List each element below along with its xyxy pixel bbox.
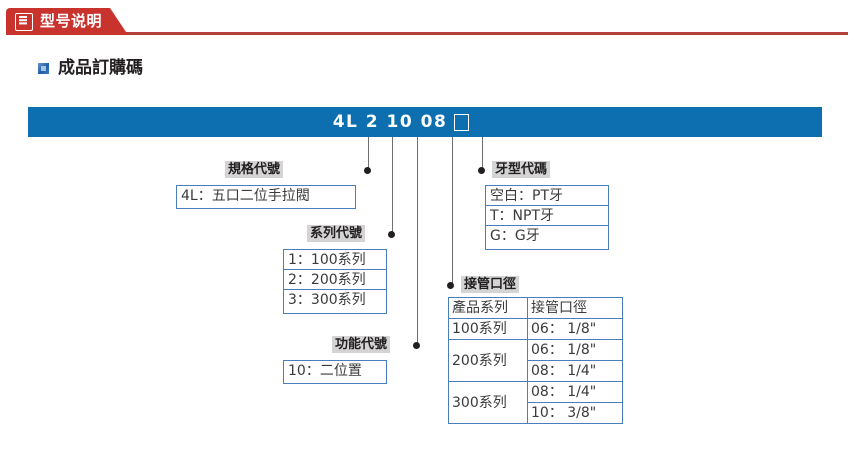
square-bullet-icon: [38, 63, 49, 74]
leader-line-series: [392, 137, 393, 234]
document-icon: [15, 13, 33, 31]
leader-dot-spec: [364, 167, 371, 174]
order-code-bar: 4L 2 10 08: [28, 107, 822, 137]
table-row: 200系列 06： 1/8": [448, 339, 623, 382]
table-row: 100系列 06： 1/8": [448, 318, 623, 340]
section-header-label: 型号说明: [40, 12, 103, 30]
list-item: G：G牙: [490, 228, 540, 244]
group-label-spec: 規格代號: [225, 161, 284, 178]
table-cell-port: 10： 3/8": [527, 402, 623, 424]
table-cell-series: 300系列: [448, 381, 528, 424]
list-item: 4L：五口二位手拉閥: [181, 188, 310, 204]
list-item: 3：300系列: [288, 292, 366, 308]
header-divider: [6, 32, 848, 35]
list-item: 10：二位置: [288, 363, 362, 379]
table-cell-port: 06： 1/8": [527, 339, 623, 361]
leader-line-thread: [482, 137, 483, 170]
table-cell-series: 200系列: [448, 339, 528, 382]
column-header-series: 產品系列: [448, 297, 528, 319]
leader-line-port: [452, 137, 453, 285]
group-label-thread: 牙型代碼: [492, 161, 551, 178]
page-title-label: 成品訂購碼: [58, 58, 143, 78]
port-size-table: 產品系列 接管口徑 100系列 06： 1/8" 200系列 06： 1/8" …: [448, 297, 623, 424]
leader-line-function: [417, 137, 418, 345]
table-cell-port: 06： 1/8": [527, 318, 623, 340]
group-label-series: 系列代號: [307, 225, 366, 242]
column-header-port: 接管口徑: [527, 297, 623, 319]
list-item: T：NPT牙: [486, 206, 608, 226]
leader-dot-thread: [478, 167, 485, 174]
group-box-spec: 4L：五口二位手拉閥: [176, 185, 356, 209]
table-row: 300系列 08： 1/4": [448, 381, 623, 424]
table-cell-port: 08： 1/4": [527, 360, 623, 382]
leader-dot-port: [447, 282, 454, 289]
group-box-thread: 空白：PT牙 T：NPT牙 G：G牙: [485, 185, 609, 250]
order-code-text: 4L 2 10 08: [332, 112, 448, 132]
table-row: 10： 3/8": [449, 402, 623, 424]
order-code-blank-box-icon: [454, 113, 470, 131]
group-label-port: 接管口徑: [461, 276, 520, 293]
leader-dot-function: [413, 342, 420, 349]
group-box-function: 10：二位置: [283, 360, 387, 384]
leader-line-spec: [368, 137, 369, 170]
order-code: 4L 2 10 08: [28, 107, 822, 137]
table-cell-port: 08： 1/4": [527, 381, 623, 403]
list-item: 空白：PT牙: [486, 186, 608, 206]
list-item: 2：200系列: [284, 270, 386, 290]
group-label-function: 功能代號: [332, 336, 391, 353]
table-row: 08： 1/4": [449, 360, 623, 382]
section-header-tag: 型号说明: [6, 8, 128, 35]
leader-dot-series: [388, 231, 395, 238]
group-box-series: 1：100系列 2：200系列 3：300系列: [283, 249, 387, 314]
table-header-row: 產品系列 接管口徑: [448, 297, 623, 319]
list-item: 1：100系列: [284, 250, 386, 270]
page-title: 成品訂購碼: [38, 60, 143, 77]
table-cell-series: 100系列: [448, 318, 528, 340]
